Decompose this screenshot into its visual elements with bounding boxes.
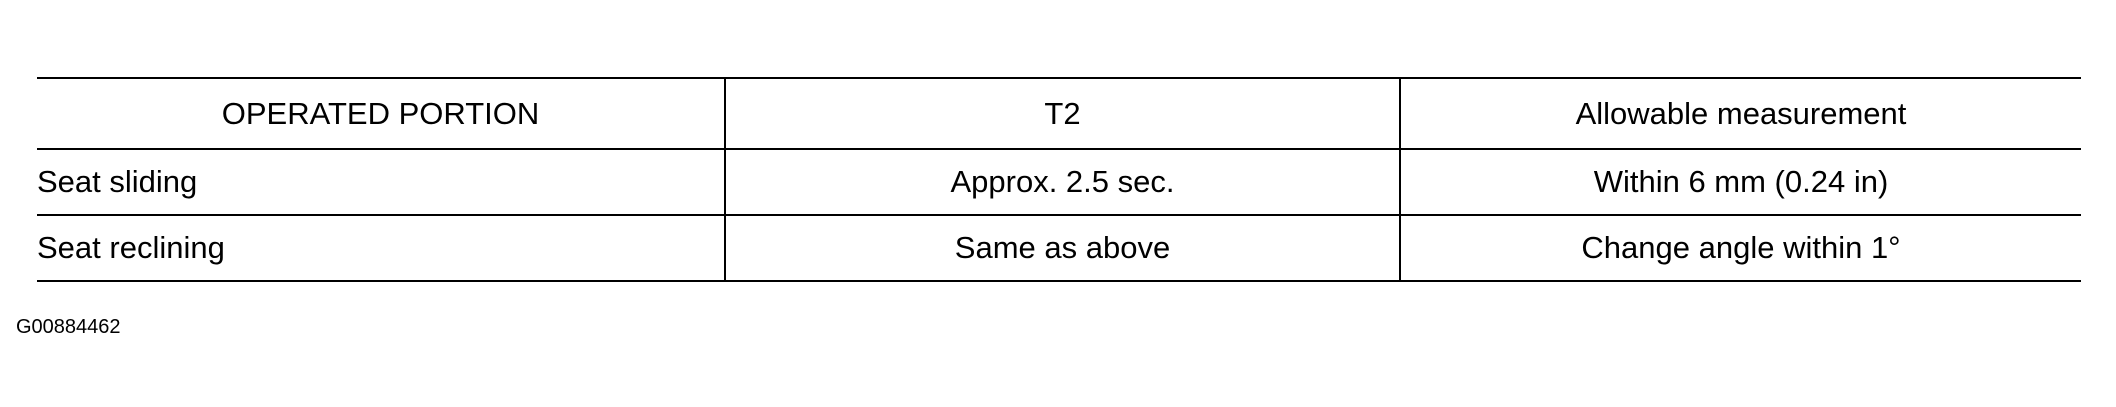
cell-t2: Same as above: [724, 215, 1400, 282]
table-row: Seat sliding Approx. 2.5 sec. Within 6 m…: [37, 149, 2081, 216]
header-allowable-measurement: Allowable measurement: [1399, 77, 2081, 150]
cell-operated-portion: Seat reclining: [37, 215, 725, 282]
cell-operated-portion: Seat sliding: [37, 149, 725, 216]
cell-t2: Approx. 2.5 sec.: [724, 149, 1400, 216]
table-header-row: OPERATED PORTION T2 Allowable measuremen…: [37, 77, 2081, 150]
cell-allowable-measurement: Change angle within 1°: [1399, 215, 2081, 282]
spec-table-container: OPERATED PORTION T2 Allowable measuremen…: [37, 77, 2081, 282]
cell-allowable-measurement: Within 6 mm (0.24 in): [1399, 149, 2081, 216]
header-t2: T2: [724, 77, 1400, 150]
figure-id: G00884462: [16, 316, 121, 338]
header-operated-portion: OPERATED PORTION: [37, 77, 725, 150]
table-row: Seat reclining Same as above Change angl…: [37, 215, 2081, 282]
spec-table: OPERATED PORTION T2 Allowable measuremen…: [37, 77, 2081, 282]
